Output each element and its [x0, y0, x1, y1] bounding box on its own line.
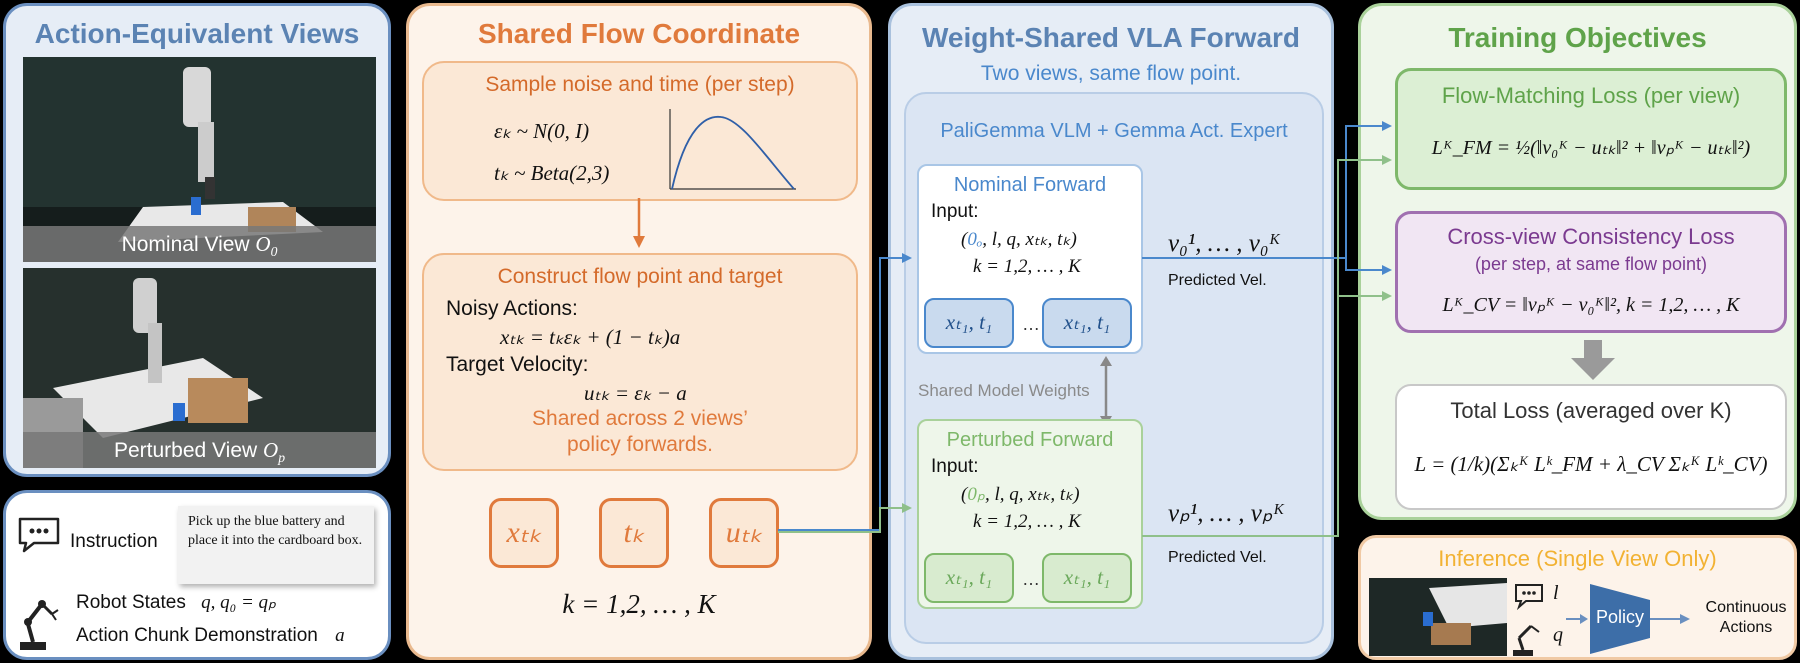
inference-q-symbol: q	[1553, 624, 1563, 646]
nominal-forward-title: Nominal Forward	[953, 174, 1107, 196]
shared-weights-arrow	[1100, 356, 1112, 426]
robot-states-row: Robot States q, q₀ = qₚ	[76, 591, 276, 614]
nominal-token-1: xₜ₁, t₁	[924, 298, 1014, 348]
fm-loss-title: Flow-Matching Loss (per view)	[1441, 83, 1741, 108]
inference-robot-arm-icon	[1513, 624, 1540, 656]
perturbed-token-2: xₜ₁, t₁	[1042, 553, 1132, 603]
total-loss-equation: L = (1/k)(Σₖᴷ Lᵏ_FM + λ_CV Σₖᴷ Lᵏ_CV)	[1414, 452, 1768, 476]
cv-loss-subtitle: (per step, at same flow point)	[1474, 254, 1708, 274]
nominal-input-equation: (0ₒ, l, q, xₜₖ, tₖ)	[961, 229, 1077, 250]
perturbed-input-equation: (0ₚ, l, q, xₜₖ, tₖ)	[961, 484, 1080, 505]
robot-arm-icon	[20, 600, 59, 650]
beta-distribution-plot	[669, 109, 796, 190]
nominal-token-2: xₜ₁, t₁	[1042, 298, 1132, 348]
target-velocity-label: Target Velocity:	[446, 353, 589, 376]
perturbed-k-range: k = 1,2, … , K	[973, 511, 1081, 532]
noisy-actions-label: Noisy Actions:	[446, 297, 578, 320]
flow-k-range: k = 1,2, … , K	[562, 589, 716, 619]
cv-loss-title: Cross-view Consistency Loss	[1447, 224, 1735, 249]
flow-panel-title: Shared Flow Coordinate	[477, 18, 801, 49]
action-chunk-row: Action Chunk Demonstration a	[76, 625, 345, 647]
model-container: PaliGemma VLM + Gemma Act. Expert Nomina…	[904, 92, 1324, 644]
perturbed-view-image: Perturbed View Op	[23, 268, 376, 468]
nominal-forward-box: Nominal Forward Input: (0ₒ, l, q, xₜₖ, t…	[917, 164, 1143, 354]
noisy-actions-equation: xₜₖ = tₖεₖ + (1 − tₖ)a	[500, 325, 681, 349]
instruction-text-box: Pick up the blue battery and place it in…	[178, 506, 374, 584]
construct-flow-box: Construct flow point and target Noisy Ac…	[422, 253, 858, 471]
views-panel-title: Action-Equivalent Views	[34, 18, 360, 49]
total-loss-box: Total Loss (averaged over K) L = (1/k)(Σ…	[1395, 384, 1787, 510]
fm-loss-equation: Lᴷ_FM = ½(‖v₀ᴷ − uₜₖ‖² + ‖vₚᴷ − uₜₖ‖²)	[1431, 137, 1751, 159]
cv-loss-box: Cross-view Consistency Loss (per step, a…	[1395, 211, 1787, 333]
perturbed-view-symbol: Op	[263, 438, 286, 466]
inference-flow-diagram	[1566, 584, 1690, 654]
instruction-label: Instruction	[70, 531, 158, 552]
shared-note-line-2: policy forwards.	[567, 433, 713, 456]
inference-scene-illustration	[1369, 578, 1507, 656]
objectives-panel-title: Training Objectives	[1448, 22, 1707, 53]
sample-noise-title: Sample noise and time (per step)	[485, 73, 795, 96]
inference-l-symbol: l	[1553, 582, 1559, 604]
target-velocity-equation: uₜₖ = εₖ − a	[584, 381, 687, 405]
nominal-view-caption: Nominal View O0	[23, 226, 376, 262]
token-x: xₜₖ	[489, 498, 559, 568]
perturbed-input-label: Input:	[931, 456, 979, 477]
inference-title: Inference (Single View Only)	[1438, 546, 1717, 571]
inference-chat-icon	[1515, 584, 1543, 610]
perturbed-forward-title: Perturbed Forward	[946, 429, 1114, 451]
token-u: uₜₖ	[709, 498, 779, 568]
perturbed-token-1: xₜ₁, t₁	[924, 553, 1014, 603]
flow-panel: Shared Flow Coordinate Sample noise and …	[406, 3, 872, 660]
token-t: tₖ	[599, 498, 669, 568]
chat-icon	[18, 517, 60, 553]
shared-note-line-1: Shared across 2 views’	[532, 407, 748, 430]
perturbed-output: vₚ¹, … , vₚᴷ	[1168, 500, 1285, 527]
vla-panel-title: Weight-Shared VLA Forward	[921, 22, 1301, 53]
robot-states-math: q, q₀ = qₚ	[201, 592, 277, 613]
perturbed-forward-box: Perturbed Forward Input: (0ₚ, l, q, xₜₖ,…	[917, 419, 1143, 609]
shared-weights-label: Shared Model Weights	[918, 381, 1090, 400]
fm-loss-box: Flow-Matching Loss (per view) Lᴷ_FM = ½(…	[1395, 68, 1787, 190]
inference-output-label: Continuous Actions	[1705, 599, 1787, 636]
instruction-text: Pick up the blue battery and place it in…	[188, 514, 363, 548]
nominal-input-label: Input:	[931, 201, 979, 222]
policy-label: Policy	[1595, 607, 1644, 627]
perturbed-view-caption: Perturbed View Op	[23, 432, 376, 468]
down-arrow-icon	[1571, 340, 1615, 380]
inputs-panel: Instruction Pick up the blue battery and…	[3, 490, 391, 660]
noise-equation: εₖ ~ N(0, I)	[494, 119, 590, 143]
nominal-k-range: k = 1,2, … , K	[973, 256, 1081, 277]
nominal-output: v₀¹, … , v₀ᴷ	[1168, 230, 1281, 257]
nominal-token-ellipsis: …	[1022, 314, 1040, 334]
perturbed-token-ellipsis: …	[1022, 569, 1040, 589]
inference-panel: Inference (Single View Only) l q Policy …	[1358, 535, 1797, 660]
inference-view-image	[1369, 578, 1507, 656]
views-panel: Action-Equivalent Views Nominal View O0	[3, 3, 391, 477]
total-loss-title: Total Loss (averaged over K)	[1450, 398, 1732, 423]
time-equation: tₖ ~ Beta(2,3)	[494, 161, 610, 185]
action-chunk-label: Action Chunk Demonstration	[76, 625, 318, 646]
nominal-predicted-vel: Predicted Vel.	[1168, 272, 1267, 289]
perturbed-predicted-vel: Predicted Vel.	[1168, 549, 1267, 566]
cv-loss-equation: Lᴷ_CV = ‖vₚᴷ − v₀ᴷ‖², k = 1,2, … , K	[1442, 294, 1740, 316]
nominal-view-symbol: O0	[255, 232, 278, 260]
nominal-view-image: Nominal View O0	[23, 57, 376, 262]
model-label: PaliGemma VLM + Gemma Act. Expert	[940, 120, 1288, 142]
sample-noise-box: Sample noise and time (per step) εₖ ~ N(…	[422, 61, 858, 201]
vla-panel-subtitle: Two views, same flow point.	[980, 62, 1242, 85]
vla-panel: Weight-Shared VLA Forward Two views, sam…	[888, 3, 1334, 660]
objectives-panel: Training Objectives Flow-Matching Loss (…	[1358, 3, 1797, 520]
robot-states-label: Robot States	[76, 592, 186, 613]
action-chunk-symbol: a	[335, 625, 345, 646]
construct-flow-title: Construct flow point and target	[497, 265, 783, 288]
